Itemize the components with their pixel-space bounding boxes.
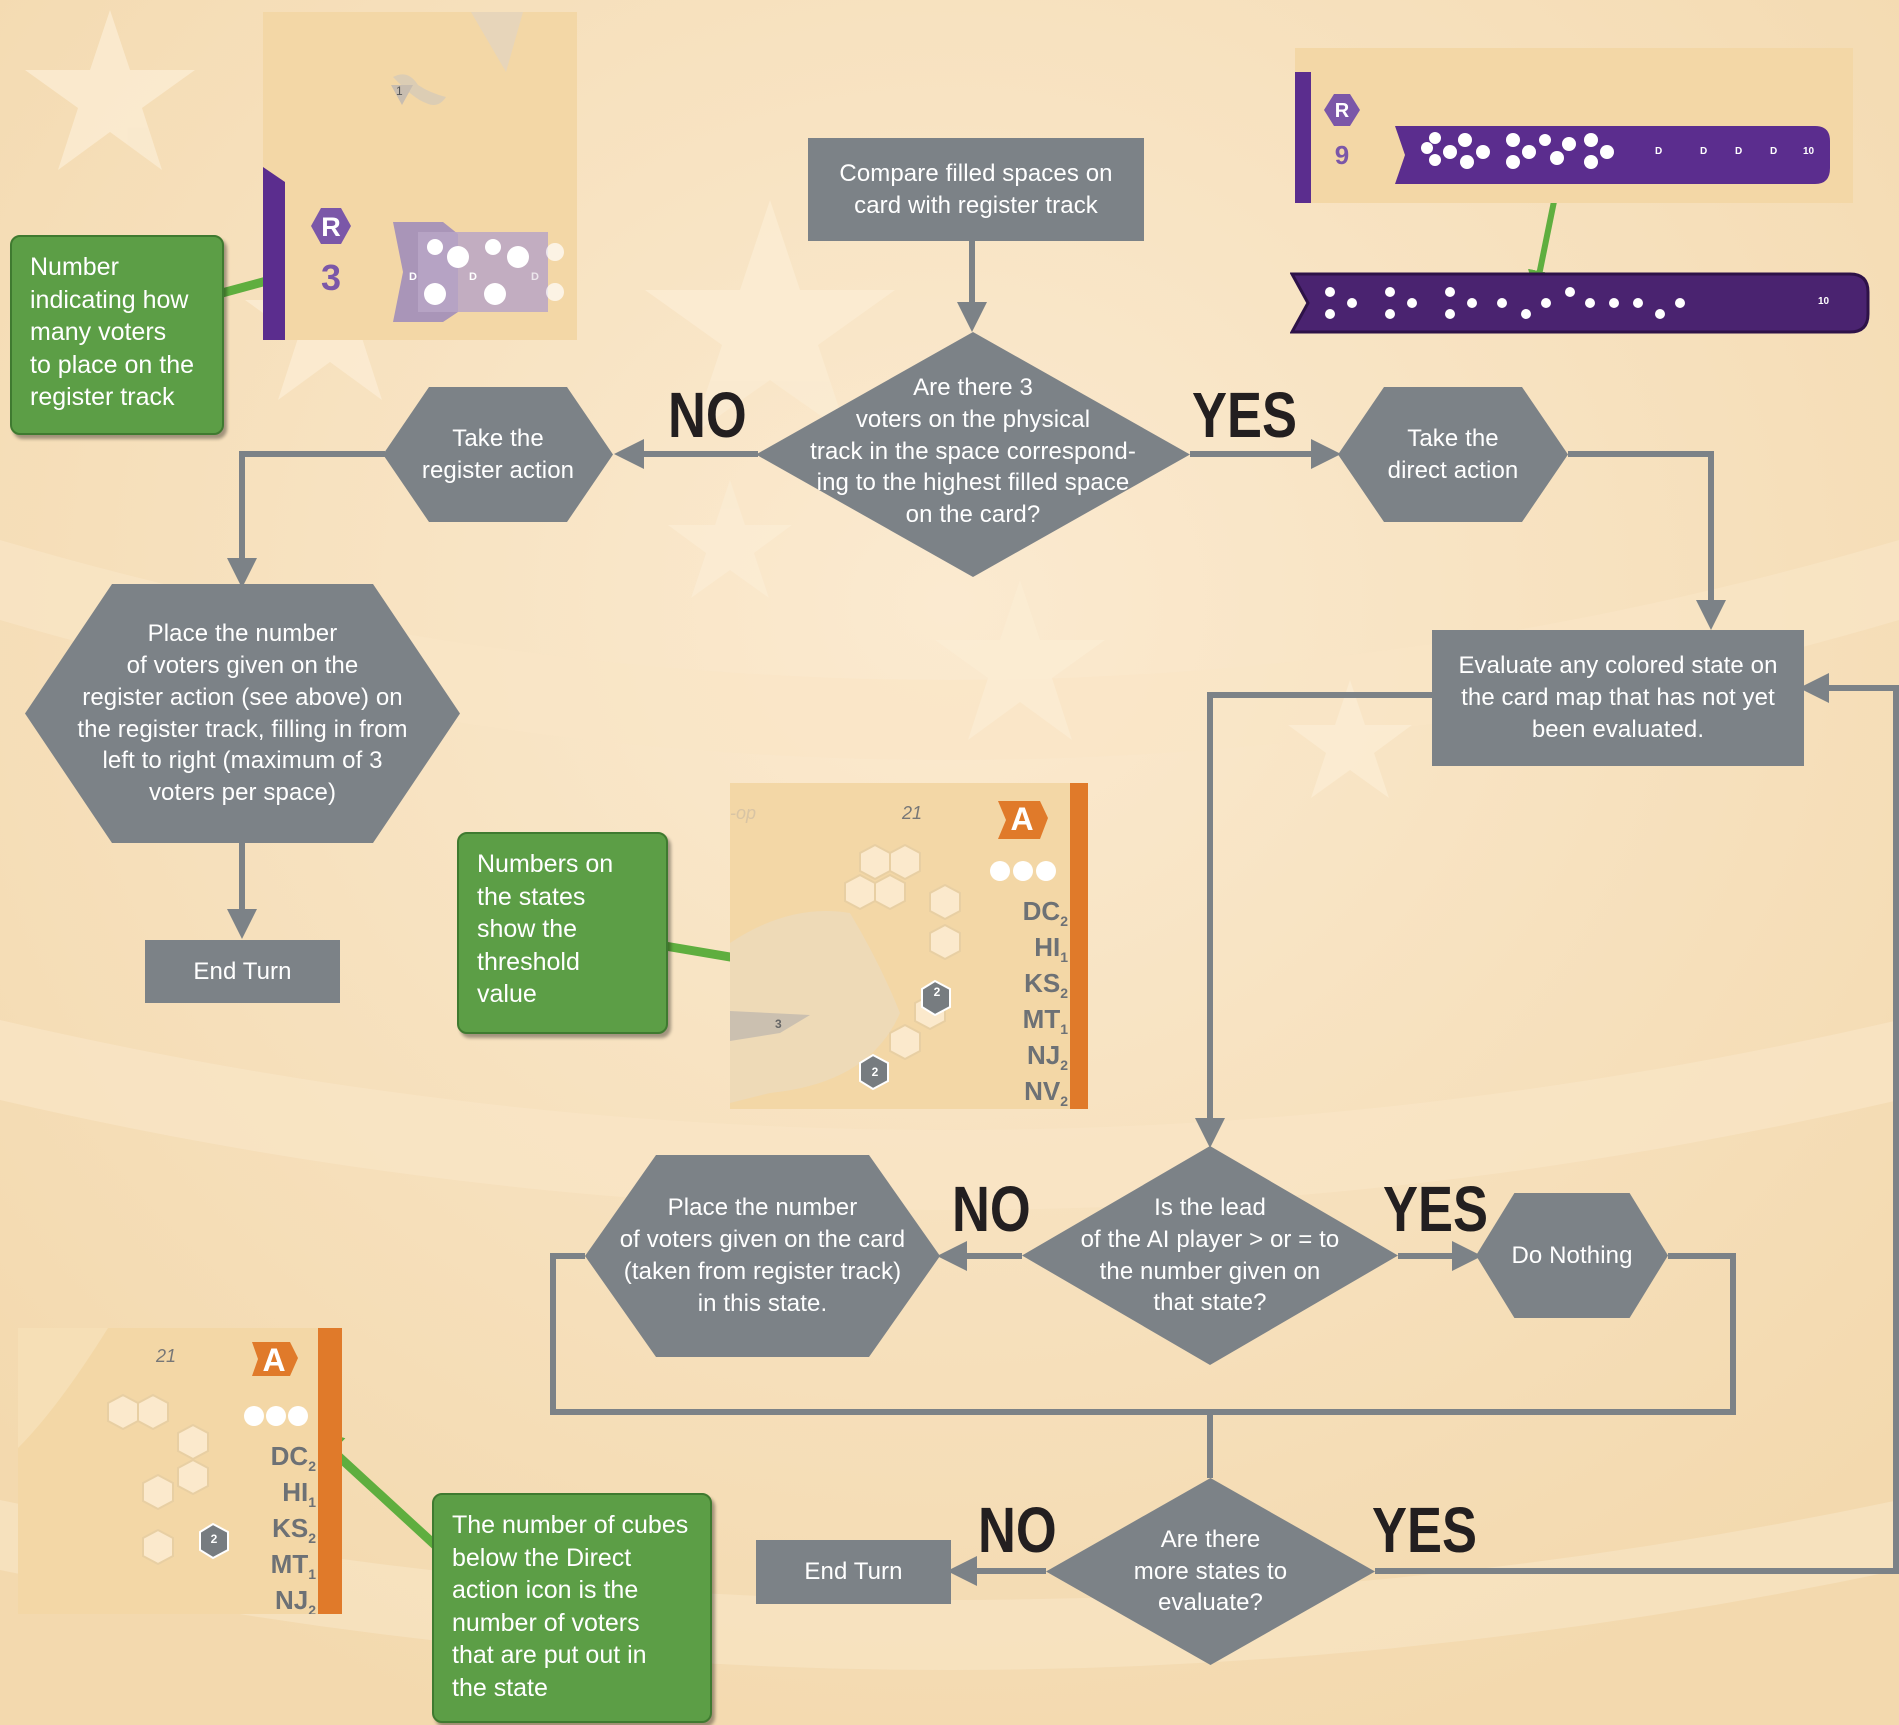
threshold-2-c: 2 — [210, 1532, 218, 1546]
direct-action-icon-2: A — [262, 1342, 286, 1378]
direct-action-icon: A — [1010, 801, 1034, 837]
state-abbr: KS — [272, 1513, 309, 1544]
place-state-node: Place the number of voters given on the … — [585, 1155, 940, 1357]
lead-yes-label: YES — [1383, 1173, 1489, 1245]
lead-no-label: NO — [952, 1173, 1031, 1245]
lead-decision-text: Is the lead of the AI player > or = to t… — [1080, 1193, 1340, 1317]
state-entry: DC2 — [1002, 895, 1068, 931]
state-abbr: DC — [1022, 896, 1061, 926]
register-action-node: Take the register action — [383, 387, 613, 522]
register-icon-letter: R — [321, 212, 341, 242]
track-top-label: 10 — [1803, 146, 1815, 157]
state-abbr: KS — [1024, 968, 1061, 999]
direct-card-state-list: DC2 HI1 KS2 MT1 NJ2 NV2 TN — [1002, 895, 1068, 1109]
direct-action-card-2: 21 A 2 DC2 HI1 KS2 MT1 NJ2 — [18, 1328, 342, 1614]
hawaii-threshold-value: 1 — [396, 84, 403, 98]
register-count: 3 — [320, 257, 342, 298]
register-track-physical-end: 10 — [1818, 296, 1830, 307]
do-nothing-node: Do Nothing — [1476, 1193, 1668, 1318]
state-entry: NV2 — [1002, 1075, 1068, 1109]
state-number: 2 — [1060, 985, 1068, 1002]
state-number: 2 — [308, 1602, 316, 1614]
state-abbr: NJ — [1026, 1040, 1061, 1071]
direct-action-text: Take the direct action — [1387, 424, 1519, 484]
direct-action-card-2-map — [18, 1328, 342, 1614]
state-abbr: HI — [282, 1477, 309, 1508]
direct-action-card-map — [730, 783, 1088, 1109]
decision-yes-label: YES — [1192, 379, 1298, 451]
state-number: 2 — [1060, 1057, 1068, 1074]
state-abbr: NV — [1024, 1076, 1061, 1107]
place-state-text: Place the number of voters given on the … — [619, 1194, 906, 1317]
compare-spaces-box: Compare filled spaces on card with regis… — [808, 138, 1144, 241]
evaluate-state-box: Evaluate any colored state on the card m… — [1432, 630, 1804, 766]
register-track-label-2: D — [469, 271, 477, 283]
track-top-label: D — [1770, 146, 1778, 157]
threshold-2-b: 2 — [871, 1065, 879, 1079]
register-track-count: 9 — [1334, 140, 1350, 170]
place-register-text: Place the number of voters given on the … — [77, 619, 408, 807]
track-top-label: D — [1735, 146, 1743, 157]
more-states-yes-label: YES — [1372, 1494, 1478, 1566]
state-number: 1 — [1060, 1021, 1068, 1038]
state-number: 2 — [308, 1530, 316, 1547]
register-action-text: Take the register action — [421, 424, 575, 484]
callout-cubes: The number of cubes below the Direct act… — [432, 1493, 712, 1723]
more-states-text: Are there more states to evaluate? — [1133, 1525, 1288, 1617]
state-entry: DC2 — [250, 1440, 316, 1476]
register-track-label-1: D — [409, 271, 417, 283]
threshold-3: 3 — [775, 1017, 782, 1031]
state-entry: HI1 — [1002, 931, 1068, 967]
register-card: 1 R 3 D D D — [263, 12, 577, 340]
register-track-icon-letter: R — [1334, 100, 1350, 122]
state-number: 2 — [308, 1458, 316, 1475]
state-number: 2 — [1060, 1093, 1068, 1109]
direct-card-2-number: 21 — [156, 1346, 177, 1366]
decision-no-label: NO — [668, 379, 747, 451]
state-entry: NJ2 — [1002, 1039, 1068, 1075]
state-number: 1 — [308, 1566, 316, 1583]
register-track-label-3: D — [531, 271, 539, 283]
track-top-label: D — [1655, 146, 1663, 157]
state-entry: KS2 — [1002, 967, 1068, 1003]
direct-action-node: Take the direct action — [1338, 387, 1568, 522]
register-track-art — [1295, 72, 1830, 203]
register-track-physical: 10 — [1290, 272, 1870, 334]
register-track-physical-art — [1290, 272, 1870, 334]
state-abbr: DC — [270, 1441, 309, 1471]
evaluate-state-text: Evaluate any colored state on the card m… — [1458, 652, 1778, 743]
more-states-no-label: NO — [978, 1494, 1057, 1566]
end-turn-1: End Turn — [145, 940, 340, 1003]
track-top-label: D — [1700, 146, 1708, 157]
state-number: 2 — [1060, 913, 1068, 930]
callout-register-number: Number indicating how many voters to pla… — [10, 235, 224, 435]
direct-action-card: -op 21 A 2 3 2 DC2 HI1 KS2 MT1 NJ2 NV2 T… — [730, 783, 1088, 1109]
do-nothing-text: Do Nothing — [1511, 1241, 1633, 1269]
end-turn-1-text: End Turn — [193, 957, 292, 985]
state-entry: MT1 — [250, 1548, 316, 1584]
hawaii-threshold-icon — [391, 85, 413, 105]
state-number: 1 — [1060, 949, 1068, 966]
state-entry: MT1 — [1002, 1003, 1068, 1039]
state-abbr: MT — [1022, 1004, 1061, 1035]
state-entry: HI1 — [250, 1476, 316, 1512]
direct-card-2-state-list: DC2 HI1 KS2 MT1 NJ2 — [250, 1440, 316, 1614]
state-abbr: NJ — [274, 1585, 309, 1614]
state-abbr: HI — [1034, 932, 1061, 963]
state-entry: NJ2 — [250, 1584, 316, 1614]
threshold-2-a: 2 — [933, 985, 941, 999]
end-turn-2-text: End Turn — [804, 1558, 903, 1586]
direct-card-number: 21 — [902, 803, 923, 823]
register-card-art — [263, 12, 564, 340]
state-number: 1 — [308, 1494, 316, 1511]
place-register-node: Place the number of voters given on the … — [25, 584, 460, 843]
direct-card-partial-text: -op — [730, 803, 757, 823]
end-turn-2: End Turn — [756, 1540, 951, 1604]
state-entry: KS2 — [250, 1512, 316, 1548]
register-track-card: R 9 D D D D 10 — [1295, 48, 1853, 203]
compare-spaces-text: Compare filled spaces on card with regis… — [839, 159, 1113, 219]
callout-state-numbers: Numbers on the states show the threshold… — [457, 832, 668, 1034]
state-abbr: MT — [270, 1549, 309, 1580]
